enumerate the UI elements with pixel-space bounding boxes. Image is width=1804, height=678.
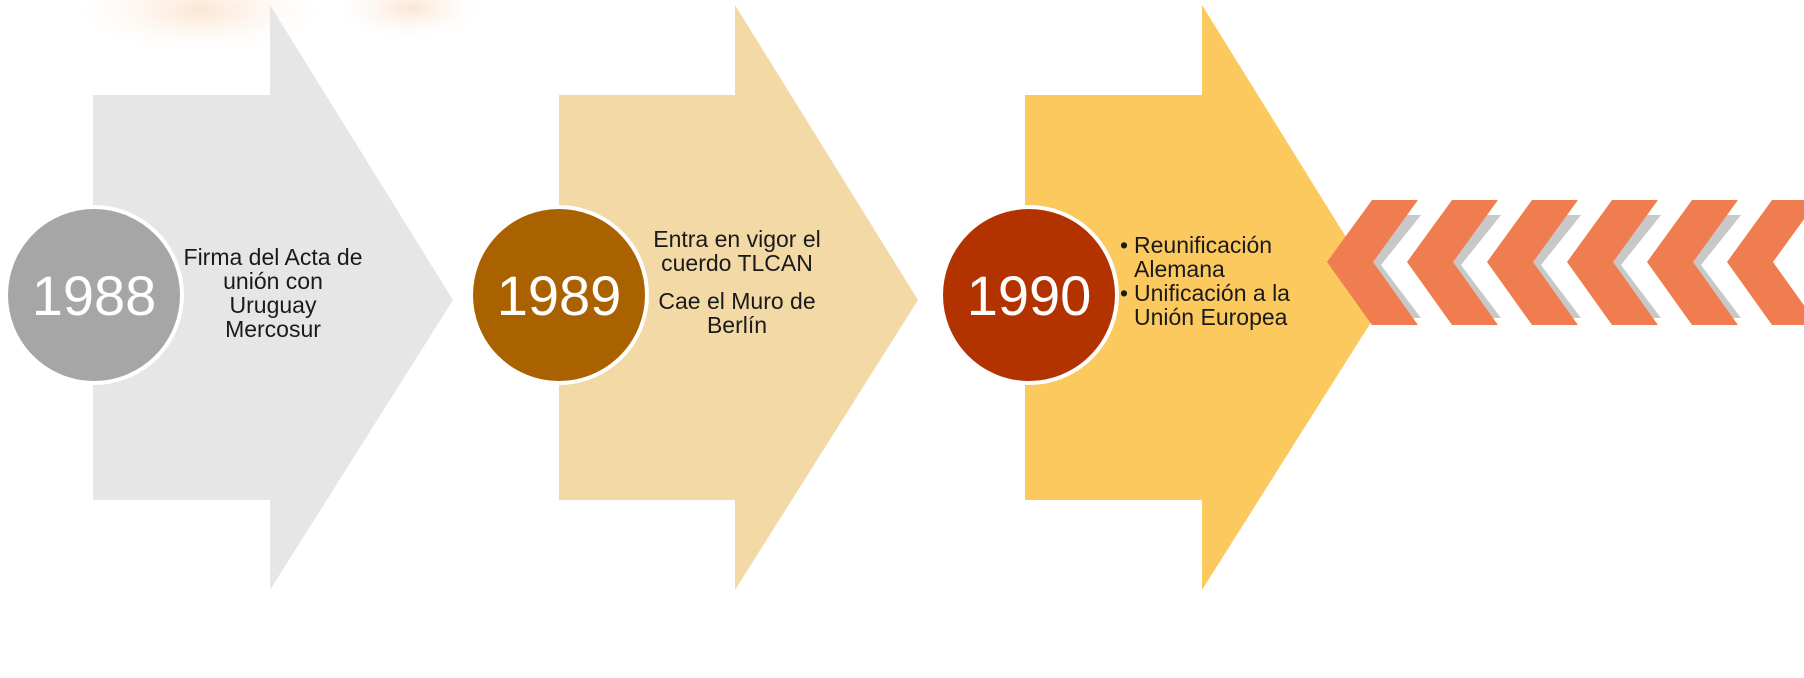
year-label: 1989 [496,263,622,327]
chevron [1647,200,1738,325]
event-text-1990: • Reunificación Alemana • Unificación a … [1120,233,1295,329]
year-circle-1990: 1990 [939,205,1119,385]
event-line: Entra en vigor el cuerdo TLCAN [653,226,821,276]
decorative-chevrons [1327,200,1804,325]
chevron [1727,200,1804,325]
chevron [1407,200,1498,325]
chevron [1567,200,1658,325]
year-label: 1988 [31,263,157,327]
chevron [1487,200,1578,325]
bullet-text: Reunificación Alemana [1134,232,1273,282]
arrow-1988 [93,5,453,590]
chevron [1327,200,1418,325]
arrow-1989 [559,5,918,590]
event-line: Cae el Muro de Berlín [658,288,816,338]
bullet-item: • Reunificación Alemana [1120,233,1295,281]
year-label: 1990 [966,263,1092,327]
arrow-1990 [1025,5,1385,590]
top-glow-left [80,0,320,50]
year-circle-1989: 1989 [469,205,649,385]
bullet-item: • Unificación a la Unión Europea [1120,281,1295,329]
event-text-1988: Firma del Acta de unión con Uruguay Merc… [183,245,363,341]
year-circle-1988: 1988 [4,205,184,385]
bullet-text: Unificación a la Unión Europea [1134,280,1290,330]
top-glow-middle [340,0,480,38]
event-line: Firma del Acta de unión con Uruguay Merc… [183,244,363,342]
bullet-marker: • [1120,232,1129,258]
event-text-1989: Entra en vigor el cuerdo TLCAN Cae el Mu… [652,227,822,337]
bullet-marker: • [1120,280,1129,306]
